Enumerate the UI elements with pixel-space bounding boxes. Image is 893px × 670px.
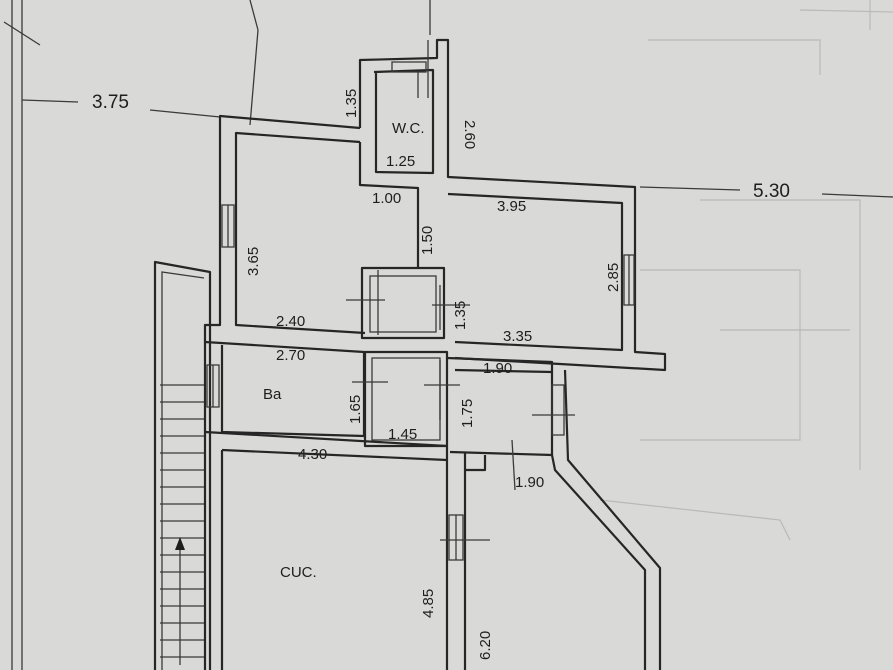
- dim-left-span: 3.75: [92, 92, 129, 113]
- dim-bedroom-right-height: 2.85: [605, 263, 622, 292]
- dim-right-span: 5.30: [753, 181, 790, 202]
- dim-room-small-width: 1.90: [483, 360, 512, 377]
- dim-living-height: 6.20: [477, 631, 494, 660]
- dim-bedroom-right-width-top: 3.95: [497, 198, 526, 215]
- dim-bedroom-left-width: 2.40: [276, 313, 305, 330]
- dim-wc-side: 2.60: [461, 120, 478, 149]
- background-faint-lines: [599, 0, 893, 541]
- door-marks: [346, 40, 575, 541]
- walls: [203, 38, 667, 670]
- dim-passage-width: 1.00: [372, 190, 401, 207]
- dim-bath-width: 2.70: [276, 347, 305, 364]
- left-border: [3, 0, 41, 670]
- dim-room-small-bottom: 1.90: [515, 474, 544, 491]
- dim-corridor-upper: 1.50: [419, 226, 436, 255]
- dim-bedroom-right-width-bottom: 3.35: [503, 328, 532, 345]
- dim-hall-height: 1.75: [459, 399, 476, 428]
- dimension-lines: [21, 0, 893, 198]
- room-label-wc: W.C.: [392, 120, 425, 137]
- dim-wc-height: 1.35: [343, 89, 360, 118]
- dim-hall-width: 1.45: [388, 426, 417, 443]
- room-label-kitchen: CUC.: [280, 564, 317, 581]
- dim-kitchen-width: 4.30: [298, 446, 327, 463]
- staircase: [153, 260, 212, 670]
- dim-bath-height: 1.65: [347, 395, 364, 424]
- room-label-bath: Ba: [263, 386, 282, 403]
- dim-bedroom-left-height: 3.65: [245, 247, 262, 276]
- dim-wc-width: 1.25: [386, 153, 415, 170]
- dim-kitchen-height: 4.85: [420, 589, 437, 618]
- windows: [206, 61, 635, 561]
- dim-closet-height: 1.35: [452, 301, 469, 330]
